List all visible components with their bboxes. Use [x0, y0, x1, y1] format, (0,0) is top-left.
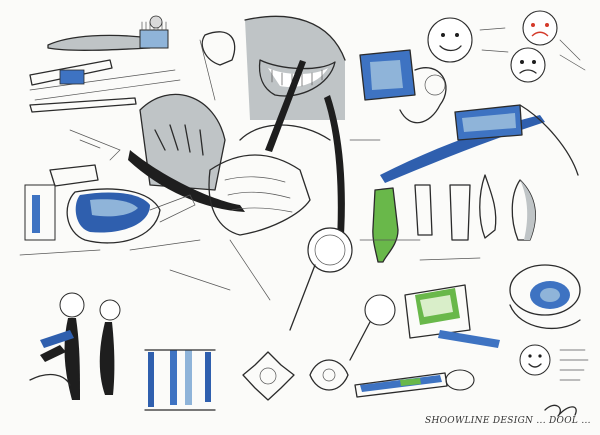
spoon-handles-bottom-left — [29, 292, 121, 400]
magnifier-tools — [289, 227, 396, 361]
blue-handles-bottom — [144, 349, 216, 411]
sheet-caption: SHOOWLINE DESIGN ... DOOL ... — [425, 416, 591, 426]
star-shape — [242, 351, 349, 401]
smiley-bottom-right — [519, 344, 589, 381]
green-bottle — [372, 187, 399, 263]
teeth-sketch — [128, 93, 245, 212]
handle-silhouettes — [414, 174, 536, 241]
smiley-faces — [427, 10, 586, 83]
toothbrush-top-left — [29, 15, 181, 101]
blue-toothbrush-right — [380, 104, 579, 183]
small-parts-left — [29, 97, 137, 187]
blue-cube-part — [359, 49, 447, 124]
signature — [544, 404, 577, 417]
round-device-right — [509, 264, 581, 330]
green-brush-head — [404, 284, 500, 348]
face-hand-sketch — [201, 15, 346, 236]
brush-head-blue — [24, 184, 196, 244]
construction-lines — [19, 39, 481, 301]
dark-stroke-center — [324, 95, 345, 260]
pen-bottom — [354, 369, 475, 398]
